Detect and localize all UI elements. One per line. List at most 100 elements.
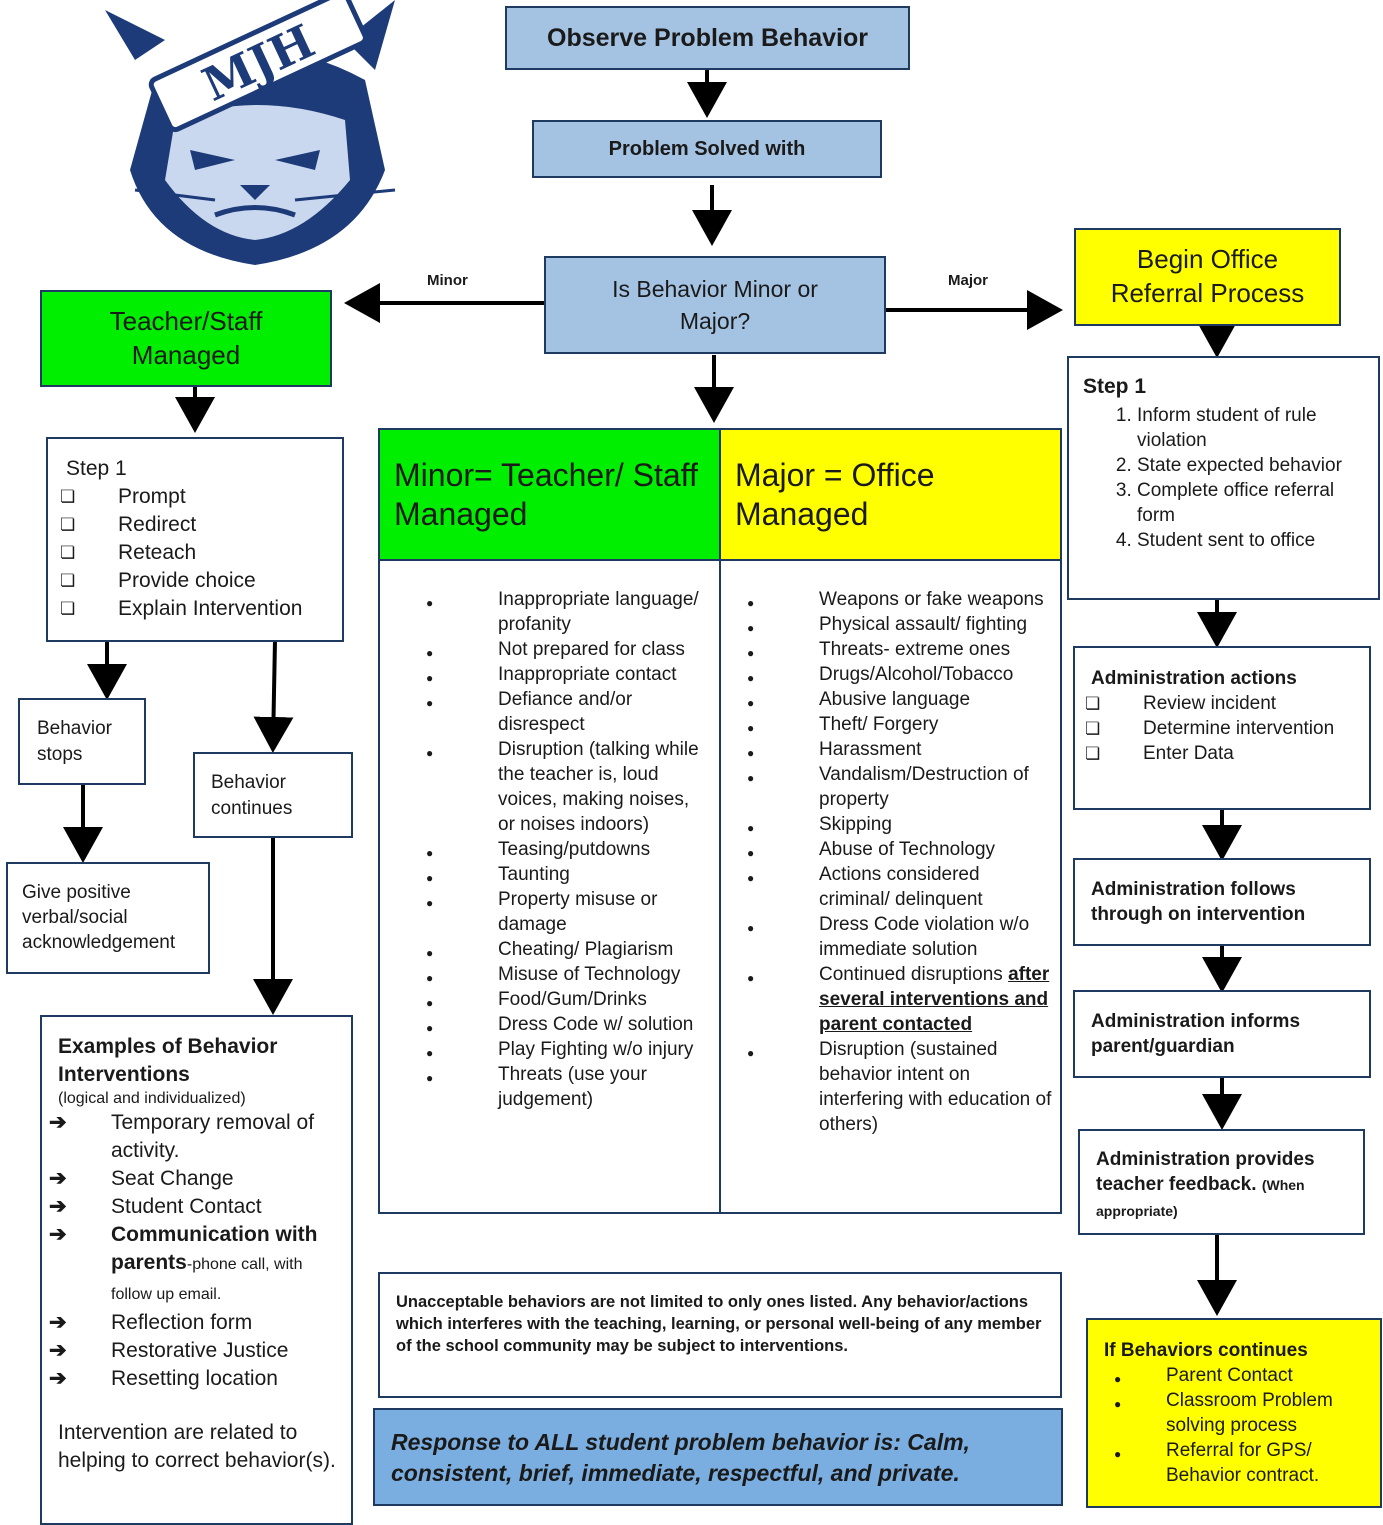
list-item: Vandalism/Destruction of property <box>747 762 1054 812</box>
list-item: Skipping <box>747 812 1054 841</box>
examples-list: Temporary removal of activity. Seat Chan… <box>49 1109 341 1393</box>
left-step1-box: Step 1 Prompt Redirect Reteach Provide c… <box>46 437 344 642</box>
list-item: Inappropriate language/ profanity <box>426 587 711 637</box>
if-continues-list: Parent Contact Classroom Problem solving… <box>1114 1363 1374 1488</box>
list-item: Not prepared for class <box>426 637 711 666</box>
list-item: Dress Code violation w/o immediate solut… <box>747 912 1054 962</box>
list-item: Misuse of Technology <box>426 962 711 991</box>
question-text: Is Behavior Minor or Major? <box>612 275 818 334</box>
list-item: Resetting location <box>49 1365 341 1393</box>
note-text: Unacceptable behaviors are not limited t… <box>396 1293 1042 1355</box>
list-item: Reflection form <box>49 1309 341 1337</box>
teacher-managed-text: Teacher/Staff Managed <box>109 305 263 370</box>
examples-subtitle: (logical and individualized) <box>58 1090 246 1107</box>
solved-text: Problem Solved with <box>608 137 806 160</box>
major-header-text: Major = Office Managed <box>735 457 935 532</box>
list-item: Physical assault/ fighting <box>747 612 1054 641</box>
list-item: Defiance and/or disrespect <box>426 687 711 737</box>
list-item: Classroom Problem solving process <box>1114 1388 1374 1438</box>
behavior-continues-text: Behavior continues <box>211 772 293 819</box>
continued-disruptions: Continued disruptions <box>819 964 1003 985</box>
admin-informs-text: Administration informs parent/guardian <box>1091 1011 1301 1057</box>
examples-footer: Intervention are related to helping to c… <box>58 1421 336 1472</box>
list-item: Inappropriate contact <box>426 662 711 691</box>
minor-header: Minor= Teacher/ Staff Managed <box>378 428 721 561</box>
minor-list: Inappropriate language/ profanity Not pr… <box>426 587 711 1112</box>
right-step1-list: Inform student of rule violation State e… <box>1083 403 1370 553</box>
teacher-managed-box: Teacher/Staff Managed <box>40 290 332 387</box>
admin-follows-box: Administration follows through on interv… <box>1073 858 1371 946</box>
list-item: Disruption (talking while the teacher is… <box>426 737 711 837</box>
list-item: Enter Data <box>1085 741 1361 766</box>
continued-disruptions-underlined: after several interventions and parent c… <box>819 964 1050 1035</box>
list-item: Complete office referral form <box>1137 478 1370 528</box>
list-item: Communication with parents-phone call, w… <box>49 1221 341 1309</box>
list-item: Threats (use your judgement) <box>426 1062 711 1112</box>
list-item: Cheating/ Plagiarism <box>426 937 711 966</box>
observe-text: Observe Problem Behavior <box>547 23 868 52</box>
list-item: Abuse of Technology <box>747 837 1054 866</box>
list-item: Theft/ Forgery <box>747 712 1054 741</box>
list-item: Review incident <box>1085 691 1361 716</box>
note-box: Unacceptable behaviors are not limited t… <box>378 1272 1062 1398</box>
list-item: Prompt <box>60 483 342 511</box>
list-item: Redirect <box>60 511 342 539</box>
list-item: Drugs/Alcohol/Tobacco <box>747 662 1054 691</box>
list-item: Referral for GPS/ Behavior contract. <box>1114 1438 1374 1488</box>
right-step1-title: Step 1 <box>1083 375 1147 398</box>
major-list-cell: Weapons or fake weapons Physical assault… <box>719 559 1062 1214</box>
list-item: Dress Code w/ solution <box>426 1012 711 1041</box>
list-item: State expected behavior <box>1137 453 1370 478</box>
major-header: Major = Office Managed <box>719 428 1062 561</box>
major-label: Major <box>948 272 989 289</box>
list-item: Restorative Justice <box>49 1337 341 1365</box>
list-item: Parent Contact <box>1114 1363 1374 1392</box>
office-referral-text: Begin Office Referral Process <box>1110 244 1305 308</box>
list-item: Provide choice <box>60 567 342 595</box>
office-referral-box: Begin Office Referral Process <box>1074 228 1341 326</box>
admin-provides-box: Administration provides teacher feedback… <box>1078 1129 1365 1235</box>
solved-box: Problem Solved with <box>532 120 882 178</box>
list-item: Determine intervention <box>1085 716 1361 741</box>
observe-box: Observe Problem Behavior <box>505 6 910 70</box>
left-step1-title: Step 1 <box>66 457 127 480</box>
list-item: Student sent to office <box>1137 528 1370 553</box>
list-item: Teasing/putdowns <box>426 837 711 866</box>
list-item: Property misuse or damage <box>426 887 711 937</box>
examples-box: Examples of Behavior Interventions (logi… <box>40 1015 353 1525</box>
admin-actions-title: Administration actions <box>1091 668 1297 689</box>
behavior-stops-box: Behavior stops <box>18 698 146 785</box>
list-item: Inform student of rule violation <box>1137 403 1370 453</box>
major-list: Weapons or fake weapons Physical assault… <box>747 587 1054 1137</box>
question-box: Is Behavior Minor or Major? <box>544 256 886 354</box>
mjh-wildcat-logo: MJH <box>105 0 396 265</box>
list-item: Disruption (sustained behavior intent on… <box>747 1037 1054 1137</box>
minor-header-text: Minor= Teacher/ Staff Managed <box>394 457 698 532</box>
positive-ack-text: Give positive verbal/social acknowledgem… <box>22 882 176 953</box>
list-item: Continued disruptions after several inte… <box>747 962 1054 1037</box>
list-item: Abusive language <box>747 687 1054 716</box>
admin-follows-text: Administration follows through on interv… <box>1091 879 1306 925</box>
list-item: Temporary removal of activity. <box>49 1109 341 1165</box>
communication-bold: Communication with parents <box>111 1223 318 1274</box>
list-item: Harassment <box>747 737 1054 766</box>
list-item: Student Contact <box>49 1193 341 1221</box>
list-item: Threats- extreme ones <box>747 637 1054 666</box>
positive-ack-box: Give positive verbal/social acknowledgem… <box>6 862 210 974</box>
admin-provides-text: Administration provides teacher feedback… <box>1096 1149 1315 1195</box>
examples-title: Examples of Behavior Interventions <box>58 1035 278 1086</box>
list-item: Seat Change <box>49 1165 341 1193</box>
list-item: Explain Intervention <box>60 595 342 623</box>
right-step1-box: Step 1 Inform student of rule violation … <box>1067 356 1380 600</box>
admin-provides-small: (When appropriate) <box>1096 1177 1305 1219</box>
admin-actions-list: Review incident Determine intervention E… <box>1085 691 1361 766</box>
behavior-continues-box: Behavior continues <box>193 752 353 838</box>
list-item: Weapons or fake weapons <box>747 587 1054 616</box>
minor-list-cell: Inappropriate language/ profanity Not pr… <box>378 559 721 1214</box>
minor-label: Minor <box>427 272 468 289</box>
if-continues-box: If Behaviors continues Parent Contact Cl… <box>1086 1318 1382 1508</box>
left-step1-list: Prompt Redirect Reteach Provide choice E… <box>60 483 342 623</box>
list-item: Taunting <box>426 862 711 891</box>
list-item: Food/Gum/Drinks <box>426 987 711 1016</box>
communication-rest: -phone call, with follow up email. <box>111 1256 303 1303</box>
